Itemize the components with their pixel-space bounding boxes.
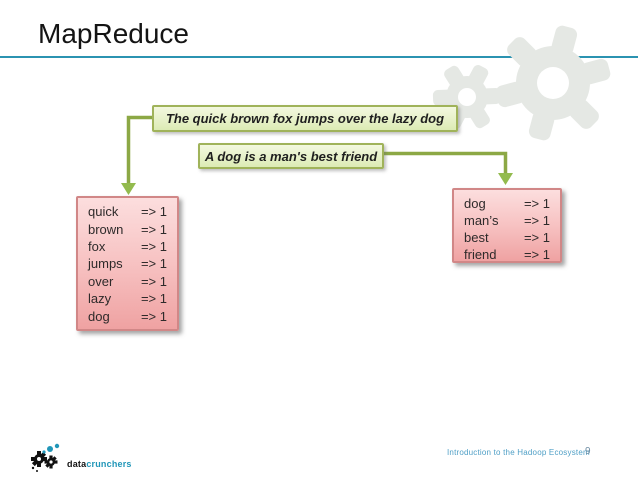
arrowhead-down-icon <box>498 173 513 185</box>
map-row: lazy => 1 <box>88 290 167 307</box>
map-row: dog => 1 <box>464 195 550 212</box>
map-row-word: dog <box>464 196 486 211</box>
map-row-value: => 1 <box>523 230 550 245</box>
logo-text: datacrunchers <box>67 459 132 469</box>
map-row: quick => 1 <box>88 203 167 220</box>
map-row-value: => 1 <box>140 291 167 307</box>
map-row-word: man’s <box>464 213 499 228</box>
page-number: 9 <box>585 446 591 457</box>
map-row-value: => 1 <box>523 196 550 211</box>
map-row-word: lazy <box>88 291 112 307</box>
map-row-word: dog <box>88 308 110 324</box>
map-row-word: friend <box>464 247 497 262</box>
map-row-word: jumps <box>88 256 123 272</box>
gear-icon-large <box>495 25 611 141</box>
map-row-value: => 1 <box>140 273 167 289</box>
sentence-1-text: The quick brown fox jumps over the lazy … <box>165 111 445 126</box>
arrow-sentence1-to-map <box>126 115 152 184</box>
map-row: man’s => 1 <box>464 212 550 229</box>
map-output-left: quick => 1 brown => 1 fox => 1 jumps => … <box>76 196 179 331</box>
map-row-value: => 1 <box>140 308 167 324</box>
map-row-value: => 1 <box>140 221 167 237</box>
sentence-box-1: The quick brown fox jumps over the lazy … <box>152 105 458 132</box>
map-row-word: best <box>464 230 489 245</box>
sentence-box-2: A dog is a man's best friend <box>198 143 384 169</box>
map-row-word: over <box>88 273 114 289</box>
map-row: best => 1 <box>464 229 550 246</box>
map-row: brown => 1 <box>88 221 167 238</box>
map-row-value: => 1 <box>140 256 167 272</box>
arrow-sentence2-to-map <box>384 151 508 174</box>
map-row: over => 1 <box>88 273 167 290</box>
logo: datacrunchers <box>30 442 132 476</box>
map-row-word: quick <box>88 204 119 220</box>
map-row-word: fox <box>88 239 106 255</box>
map-row: jumps => 1 <box>88 255 167 272</box>
map-row-value: => 1 <box>140 239 167 255</box>
sentence-2-text: A dog is a man's best friend <box>204 148 378 164</box>
map-row: friend => 1 <box>464 246 550 263</box>
gears-icon <box>31 443 60 472</box>
map-row: dog => 1 <box>88 308 167 325</box>
map-row-value: => 1 <box>523 213 550 228</box>
logo-text-data: data <box>67 459 87 469</box>
map-row: fox => 1 <box>88 238 167 255</box>
map-row-word: brown <box>88 221 124 237</box>
map-row-value: => 1 <box>140 204 167 220</box>
slide-title: MapReduce <box>38 18 189 49</box>
map-row-value: => 1 <box>523 247 550 262</box>
footer-presentation-title: Introduction to the Hadoop Ecosystem <box>447 448 590 457</box>
logo-text-crunchers: crunchers <box>86 459 132 469</box>
map-output-right: dog => 1 man’s => 1 best => 1 friend => … <box>452 188 562 263</box>
title-divider <box>0 56 638 58</box>
arrowhead-down-icon <box>121 183 136 195</box>
